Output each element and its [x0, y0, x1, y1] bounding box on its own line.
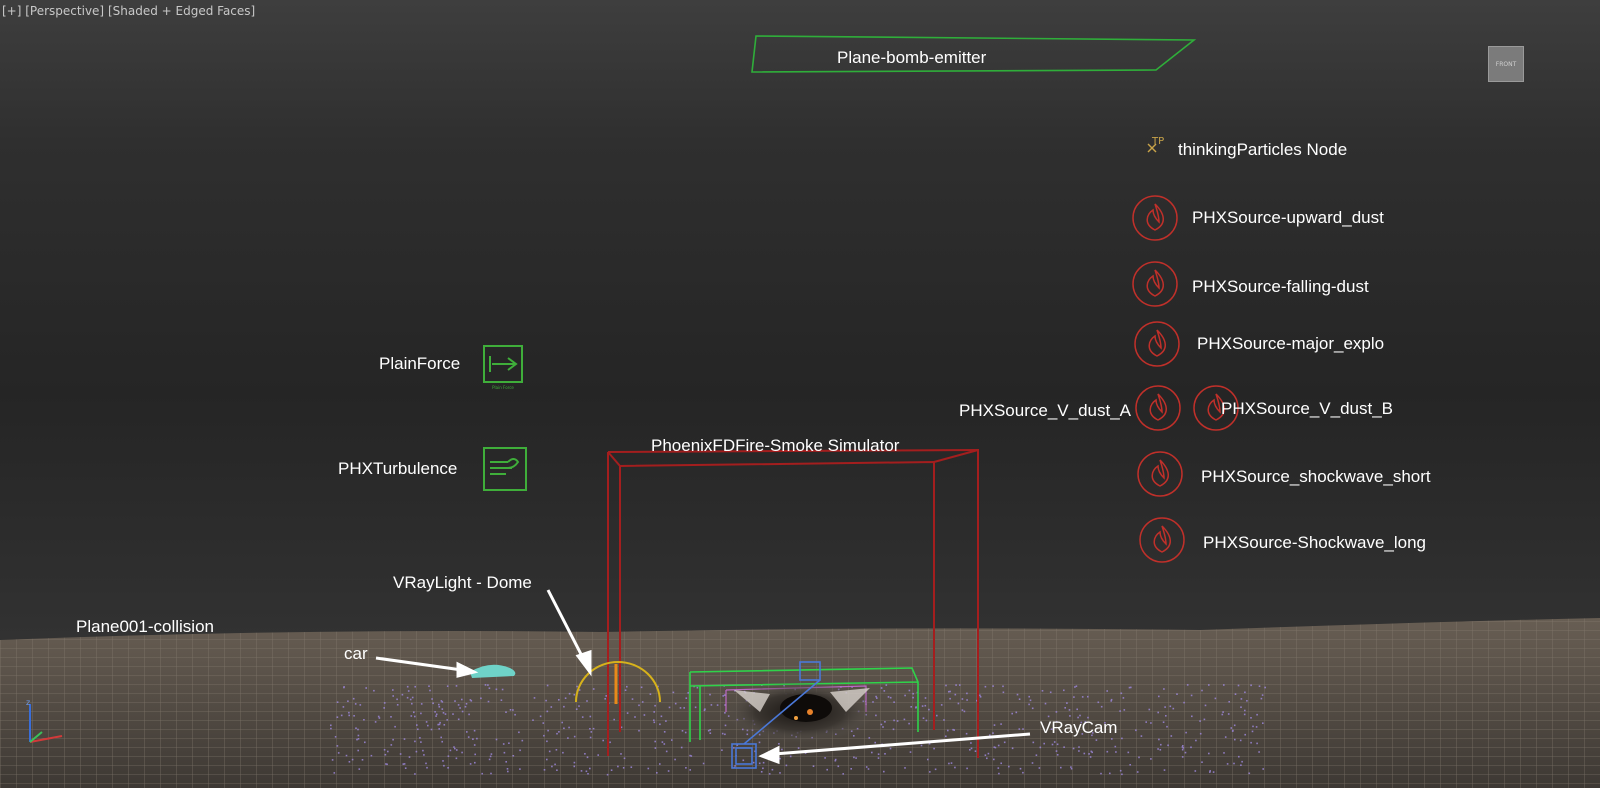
tp-glyph: TP	[1151, 136, 1164, 147]
fire-icon	[1151, 459, 1169, 487]
label-src-falling-dust: PHXSource-falling-dust	[1192, 277, 1369, 296]
view-type-button[interactable]: [Perspective]	[25, 4, 105, 18]
phx-source-icon-shockwave-long[interactable]	[1139, 517, 1185, 563]
fire-icon	[1146, 203, 1164, 231]
annotation-arrows	[375, 589, 1031, 765]
label-src-upward-dust: PHXSource-upward_dust	[1192, 208, 1384, 227]
label-src-v-dust-b: PHXSource_V_dust_B	[1221, 399, 1393, 418]
label-car: car	[344, 644, 368, 663]
svg-text:Plain Force: Plain Force	[492, 385, 514, 390]
label-src-shockwave-short: PHXSource_shockwave_short	[1201, 467, 1431, 486]
fire-icon	[1148, 329, 1166, 357]
phx-source-icon-upward-dust[interactable]	[1132, 195, 1178, 241]
phx-source-icon-v-dust-b[interactable]	[1193, 385, 1239, 431]
phxturbulence-gizmo[interactable]	[483, 447, 527, 491]
car-mesh[interactable]	[470, 664, 516, 678]
plane-bomb-emitter-gizmo[interactable]	[751, 35, 1197, 73]
vraycam-gizmo[interactable]	[731, 661, 821, 769]
label-src-major-explo: PHXSource-major_explo	[1197, 334, 1385, 353]
phx-source-icon-falling-dust[interactable]	[1132, 261, 1178, 307]
viewport-label: [+] [Perspective] [Shaded + Edged Faces]	[2, 4, 255, 18]
phx-source-icon-shockwave-short[interactable]	[1137, 451, 1183, 497]
label-plainforce: PlainForce	[379, 354, 461, 373]
label-phxturbulence: PHXTurbulence	[338, 459, 458, 478]
label-vraylight-dome: VRayLight - Dome	[393, 573, 532, 592]
fire-icon	[1207, 393, 1225, 421]
label-thinking-particles: thinkingParticles Node	[1178, 140, 1348, 159]
fire-icon	[1149, 393, 1167, 421]
label-src-shockwave-long: PHXSource-Shockwave_long	[1203, 533, 1427, 552]
label-plane001-collision: Plane001-collision	[76, 617, 214, 636]
plainforce-gizmo[interactable]: Plain Force	[483, 345, 523, 390]
vraylight-dome-gizmo[interactable]	[575, 661, 661, 704]
thinkingparticles-icon[interactable]: TP	[1147, 136, 1164, 153]
label-plane-bomb-emitter: Plane-bomb-emitter	[837, 48, 987, 67]
fire-icon	[1146, 269, 1164, 297]
label-src-v-dust-a: PHXSource_V_dust_A	[959, 401, 1131, 420]
fire-icon	[1153, 525, 1171, 553]
viewcube[interactable]: FRONT	[1488, 46, 1524, 82]
simulator-box[interactable]	[607, 448, 979, 758]
axis-gizmo: z	[26, 698, 63, 743]
phx-source-icons	[1132, 195, 1239, 563]
emitter-box[interactable]	[689, 667, 919, 742]
label-simulator: PhoenixFDFire-Smoke Simulator	[651, 436, 900, 455]
explosion-preview	[726, 682, 874, 742]
shading-mode-button[interactable]: [Shaded + Edged Faces]	[107, 4, 256, 18]
viewport-menu-button[interactable]: [+]	[2, 4, 22, 18]
viewcube-face-label: FRONT	[1495, 60, 1517, 68]
phx-source-icon-v-dust-a[interactable]	[1135, 385, 1181, 431]
phx-source-icon-major-explo[interactable]	[1134, 321, 1180, 367]
label-vraycam: VRayCam	[1040, 718, 1118, 737]
svg-text:z: z	[26, 698, 30, 707]
